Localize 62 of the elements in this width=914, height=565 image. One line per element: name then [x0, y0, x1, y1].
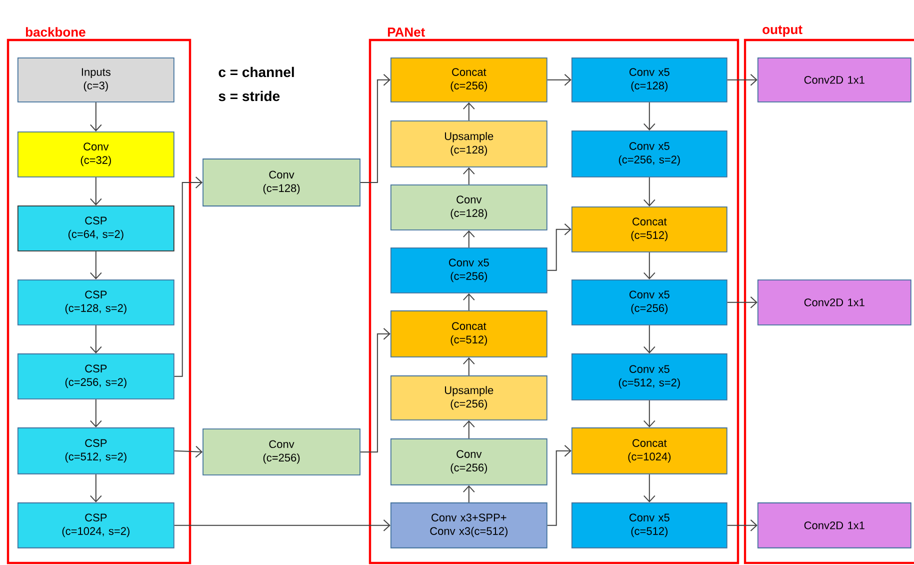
layer-box: Conv (c=128): [390, 184, 548, 230]
layer-box: Concat (c=512): [571, 206, 728, 252]
arrow: [90, 324, 102, 354]
layer-box: Conv (c=256): [390, 438, 548, 486]
arrow: [462, 485, 475, 503]
layer-box: Upsample (c=128): [390, 120, 548, 168]
layer-box: CSP (c=512, s=2): [17, 427, 174, 474]
layer-box: Upsample (c=256): [390, 375, 548, 420]
arrow: [462, 230, 475, 248]
layer-box: Concat (c=256): [390, 57, 548, 102]
layer-box: Conv x5 (c=256): [571, 279, 728, 326]
arrow: [643, 102, 656, 130]
layer-box: Conv2D 1x1: [757, 502, 912, 548]
layer-box: Conv x5 (c=256): [390, 247, 548, 294]
layer-box: Conv x5 (c=128): [571, 57, 728, 102]
arrow: [360, 74, 390, 183]
arrow: [90, 176, 102, 206]
arrow: [90, 474, 102, 502]
arrow: [90, 398, 102, 428]
arrow: [643, 474, 656, 502]
arrow: [174, 446, 203, 458]
layer-box: Concat (c=512): [390, 310, 548, 358]
layer-box: CSP (c=256, s=2): [17, 353, 174, 400]
layer-box: Conv (c=256): [202, 428, 360, 476]
node-label: backbone: [26, 27, 86, 37]
node-label: PANet: [388, 28, 425, 37]
arrow: [643, 176, 656, 206]
arrow: [726, 519, 758, 532]
layer-box: Conv (c=32): [17, 131, 174, 178]
arrow: [360, 328, 390, 452]
arrow: [90, 250, 102, 280]
arrow: [462, 357, 475, 376]
arrow: [462, 102, 475, 121]
layer-box: Conv x5 (c=512): [571, 502, 728, 548]
note-text: c = channel: [218, 66, 294, 78]
arrow: [462, 293, 475, 311]
layer-box: Concat (c=1024): [571, 427, 728, 474]
layer-box: CSP (c=128, s=2): [17, 279, 174, 326]
arrow: [643, 400, 656, 428]
layer-box: Conv2D 1x1: [757, 57, 912, 102]
arrow: [726, 296, 758, 308]
arrow: [546, 223, 572, 271]
note-text: s = stride: [218, 90, 280, 102]
layer-box: CSP (c=1024, s=2): [17, 502, 174, 548]
layer-box: Conv x5 (c=256, s=2): [571, 130, 728, 178]
arrow: [174, 176, 203, 377]
layer-box: Conv (c=128): [202, 158, 360, 206]
arrow: [462, 167, 475, 185]
arrow: [546, 74, 572, 86]
arrow: [90, 102, 102, 132]
arrow: [546, 444, 572, 526]
arrow: [726, 74, 758, 86]
arrow: [643, 324, 656, 354]
arrow: [462, 420, 475, 439]
arrow: [174, 519, 390, 532]
node-label: output: [762, 26, 802, 37]
layer-box: Conv2D 1x1: [757, 279, 912, 326]
layer-box: Conv x3+SPP+ Conv x3(c=512): [390, 502, 548, 548]
layer-box: Inputs (c=3): [17, 57, 174, 102]
layer-box: CSP (c=64, s=2): [17, 205, 174, 252]
layer-box: Conv x5 (c=512, s=2): [571, 353, 728, 400]
arrow: [643, 252, 656, 280]
